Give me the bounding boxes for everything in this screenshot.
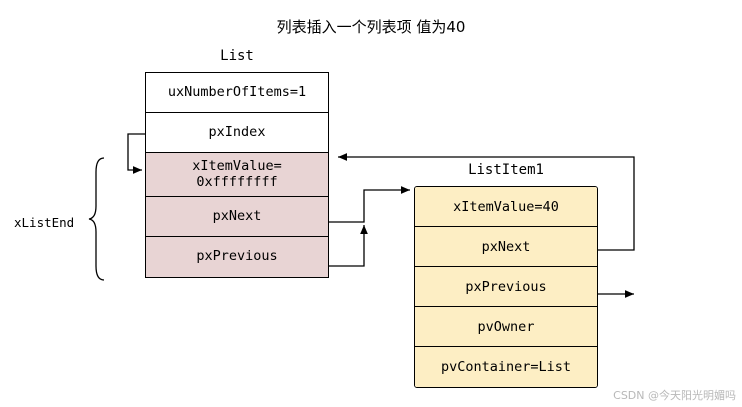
arrow-list-pxnext-to-listitem <box>329 186 410 223</box>
listitem-row-pvcontainer: pvContainer=List <box>415 347 597 387</box>
listitem-caption: ListItem1 <box>468 162 544 178</box>
listitem-struct-table: xItemValue=40 pxNext pxPrevious pvOwner … <box>414 186 598 388</box>
list-row-pxprevious: pxPrevious <box>146 237 328 277</box>
list-row-xitemvalue-line1: xItemValue= <box>192 157 282 174</box>
list-row-pxnext: pxNext <box>146 197 328 237</box>
list-row-uxnumberofitems: uxNumberOfItems=1 <box>146 73 328 113</box>
page-title: 列表插入一个列表项 值为40 <box>276 18 466 36</box>
listitem-row-pvowner: pvOwner <box>415 307 597 347</box>
listitem-row-pxnext: pxNext <box>415 227 597 267</box>
arrow-list-pxprevious-to-listitem <box>329 225 368 267</box>
xlistend-annotation: xListEnd <box>14 215 75 230</box>
list-row-xitemvalue-line2: 0xffffffff <box>196 173 278 190</box>
listitem-row-xitemvalue: xItemValue=40 <box>415 187 597 227</box>
arrow-pxindex-to-xlistend <box>127 133 145 174</box>
listitem-row-pxprevious: pxPrevious <box>415 267 597 307</box>
list-row-pxindex: pxIndex <box>146 113 328 153</box>
list-struct-table: uxNumberOfItems=1 pxIndex xItemValue= 0x… <box>145 72 329 278</box>
watermark: CSDN @今天阳光明媚吗 <box>613 389 736 402</box>
list-row-xitemvalue: xItemValue= 0xffffffff <box>146 153 328 197</box>
list-caption: List <box>220 48 254 64</box>
